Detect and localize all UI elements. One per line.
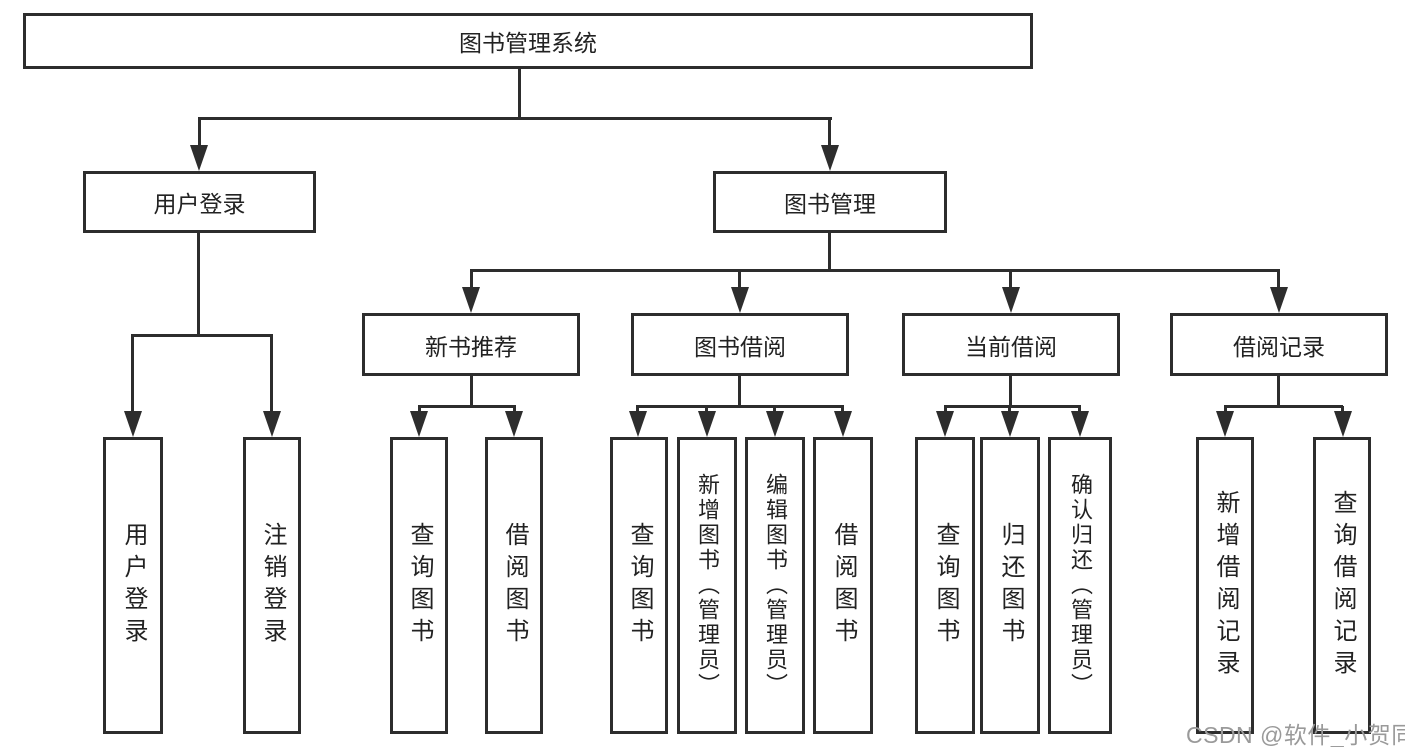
edge-line	[636, 406, 639, 414]
watermark: CSDN @软件_小贺同学	[1186, 722, 1405, 747]
edge-line	[636, 405, 844, 408]
edge-line	[418, 406, 421, 414]
node-label: 用户登录	[153, 191, 246, 217]
edge-arrow	[410, 411, 428, 437]
node-label: 归还图书	[997, 521, 1024, 650]
node-label: 确认归还（管理员）	[1068, 473, 1093, 698]
node-label: 当前借阅	[965, 333, 1057, 360]
edge-line	[131, 334, 273, 337]
node-edit-book-admin: 编辑图书（管理员）	[745, 437, 805, 734]
edge-line	[518, 67, 521, 119]
edge-arrow	[1216, 411, 1234, 437]
edge-line	[1224, 405, 1343, 408]
node-current-borrowing: 当前借阅	[902, 313, 1120, 376]
node-label: 查询图书	[626, 521, 653, 650]
edge-line	[418, 405, 516, 408]
edge-line	[1009, 270, 1012, 290]
node-new-book-recommend: 新书推荐	[362, 313, 580, 376]
node-logout: 注销登录	[243, 437, 301, 734]
node-confirm-return-admin: 确认归还（管理员）	[1048, 437, 1112, 734]
edge-line	[841, 406, 844, 414]
node-library-management-system: 图书管理系统	[23, 13, 1033, 69]
edge-line	[470, 269, 1280, 272]
node-label: 查询图书	[932, 521, 959, 650]
edge-line	[944, 405, 1081, 408]
edge-arrow	[1270, 287, 1288, 313]
edge-line	[198, 118, 201, 150]
node-borrow-records: 借阅记录	[1170, 313, 1388, 376]
edge-line	[1008, 406, 1011, 414]
node-label: 图书管理系统	[459, 30, 597, 56]
node-add-borrow-record: 新增借阅记录	[1196, 437, 1254, 734]
node-label: 借阅记录	[1233, 333, 1325, 360]
edge-arrow	[462, 287, 480, 313]
node-label: 新增图书（管理员）	[695, 473, 720, 698]
edge-arrow	[505, 411, 523, 437]
edge-arrow	[629, 411, 647, 437]
edge-arrow	[1002, 287, 1020, 313]
edge-line	[197, 233, 200, 336]
edge-line	[131, 335, 134, 415]
edge-line	[828, 118, 831, 150]
node-query-book-current: 查询图书	[915, 437, 975, 734]
edge-line	[270, 335, 273, 415]
node-add-book-admin: 新增图书（管理员）	[677, 437, 737, 734]
node-label: 查询借阅记录	[1329, 489, 1356, 682]
edge-line	[738, 376, 741, 407]
edge-line	[470, 270, 473, 290]
edge-line	[513, 406, 516, 414]
node-label: 图书管理	[784, 191, 876, 217]
node-label: 编辑图书（管理员）	[763, 473, 788, 698]
edge-line	[738, 270, 741, 290]
node-return-book: 归还图书	[980, 437, 1040, 734]
edge-arrow	[766, 411, 784, 437]
edge-arrow	[936, 411, 954, 437]
edge-line	[198, 117, 832, 120]
edge-arrow	[190, 145, 208, 171]
node-borrow-book: 借阅图书	[813, 437, 873, 734]
edge-arrow	[263, 411, 281, 437]
edge-arrow	[1071, 411, 1089, 437]
node-query-book-recommend: 查询图书	[390, 437, 448, 734]
node-label: 注销登录	[259, 521, 286, 650]
edge-line	[1277, 376, 1280, 407]
edge-line	[773, 406, 776, 414]
node-login: 用户登录	[103, 437, 163, 734]
node-user-login: 用户登录	[83, 171, 316, 233]
edge-line	[828, 233, 831, 271]
edge-arrow	[834, 411, 852, 437]
node-label: 图书借阅	[694, 333, 786, 360]
node-label: 新增借阅记录	[1212, 489, 1239, 682]
edge-line	[470, 376, 473, 407]
edge-line	[1078, 406, 1081, 414]
node-label: 借阅图书	[830, 521, 857, 650]
edge-line	[1341, 406, 1344, 414]
edge-line	[1277, 270, 1280, 290]
node-label: 用户登录	[120, 521, 147, 650]
node-label: 新书推荐	[425, 333, 517, 360]
node-label: 借阅图书	[501, 521, 528, 650]
node-query-book-borrowing: 查询图书	[610, 437, 668, 734]
edge-line	[1009, 376, 1012, 407]
node-borrow-book-recommend: 借阅图书	[485, 437, 543, 734]
node-book-borrowing: 图书借阅	[631, 313, 849, 376]
node-query-borrow-record: 查询借阅记录	[1313, 437, 1371, 734]
node-book-management: 图书管理	[713, 171, 947, 233]
edge-arrow	[1001, 411, 1019, 437]
edge-line	[1224, 406, 1227, 414]
edge-arrow	[124, 411, 142, 437]
edge-line	[705, 406, 708, 414]
edge-arrow	[1334, 411, 1352, 437]
edge-arrow	[731, 287, 749, 313]
edge-arrow	[698, 411, 716, 437]
node-label: 查询图书	[406, 521, 433, 650]
edge-arrow	[821, 145, 839, 171]
edge-line	[944, 406, 947, 414]
